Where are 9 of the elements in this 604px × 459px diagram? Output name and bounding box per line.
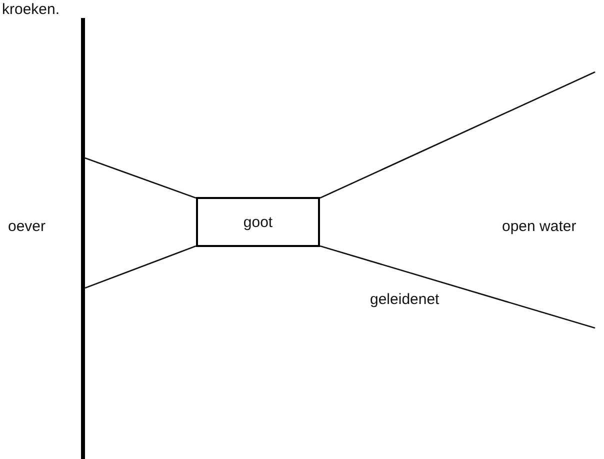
net-line (84, 157, 196, 199)
water-label: open water (502, 218, 576, 236)
net-line (84, 245, 196, 289)
net-line (320, 71, 596, 199)
net-line (320, 245, 596, 329)
shore-label: oever (8, 218, 46, 236)
gutter-box: goot (196, 197, 320, 247)
caption-text: kroeken. (2, 1, 60, 19)
net-label: geleidenet (370, 291, 440, 309)
